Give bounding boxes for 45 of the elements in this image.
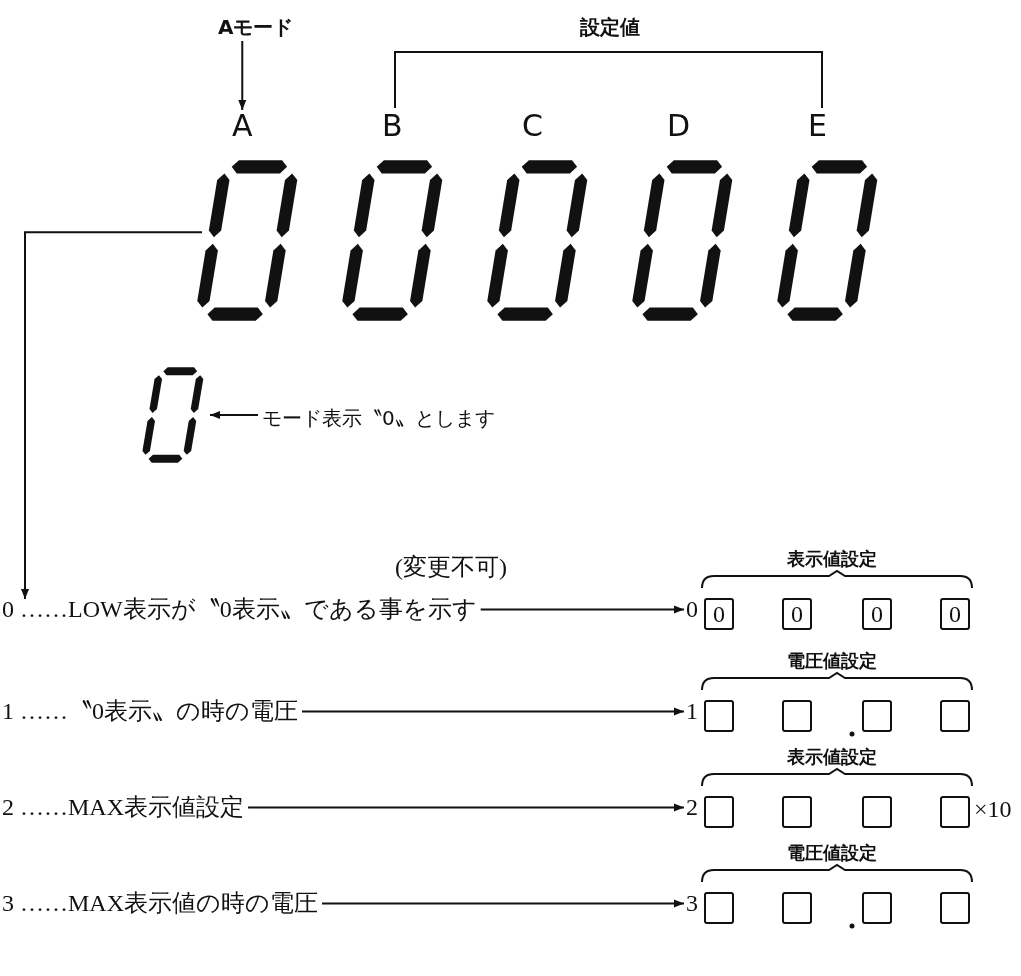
digit-field — [704, 700, 734, 732]
digit-field — [940, 796, 970, 828]
arrow — [479, 605, 685, 614]
digit-field — [862, 796, 892, 828]
digit-letter: D — [667, 108, 691, 144]
group-heading: 電圧値設定 — [787, 842, 877, 864]
arrow — [238, 40, 247, 111]
digit-field — [704, 796, 734, 828]
mode-description: 3 ……MAX表示値の時の電圧 — [2, 889, 318, 918]
mode-number: 1 — [686, 697, 698, 726]
note-text: (変更不可) — [395, 553, 507, 582]
arrow — [21, 231, 203, 600]
digit-field: 0 — [704, 598, 734, 630]
digit-field — [704, 892, 734, 924]
digit-field — [940, 700, 970, 732]
multiplier-text: ×10 — [974, 795, 1012, 824]
arrow — [209, 411, 259, 419]
digit-field — [862, 892, 892, 924]
group-heading: 表示値設定 — [787, 548, 877, 570]
digit-field — [782, 700, 812, 732]
arrow — [321, 899, 685, 908]
digit-field: 0 — [940, 598, 970, 630]
group-heading: 表示値設定 — [787, 746, 877, 768]
digit-letter: A — [232, 108, 253, 144]
arrow — [247, 803, 685, 812]
digit-letter: B — [382, 108, 403, 144]
digit-field: 0 — [862, 598, 892, 630]
digit-field: 0 — [782, 598, 812, 630]
digit-letter: C — [522, 108, 543, 144]
mode-number: 0 — [686, 595, 698, 624]
group-heading: 電圧値設定 — [787, 650, 877, 672]
digit-field — [940, 892, 970, 924]
mode-description: 2 ……MAX表示値設定 — [2, 793, 244, 822]
arrow — [301, 707, 685, 716]
digit-letter: E — [808, 108, 827, 144]
group-caption: 設定値 — [580, 15, 640, 39]
mode-description: 1 ……〝0表示〟の時の電圧 — [2, 697, 298, 726]
annotation-text: モード表示〝0〟とします — [262, 406, 495, 430]
digit-field — [782, 796, 812, 828]
mode-description: 0 ……LOW表示が〝0表示〟である事を示す — [2, 595, 477, 624]
digit-field — [862, 700, 892, 732]
digit-field — [782, 892, 812, 924]
mode-number: 2 — [686, 793, 698, 822]
mode-number: 3 — [686, 889, 698, 918]
mode-caption: Aモード — [218, 15, 294, 39]
